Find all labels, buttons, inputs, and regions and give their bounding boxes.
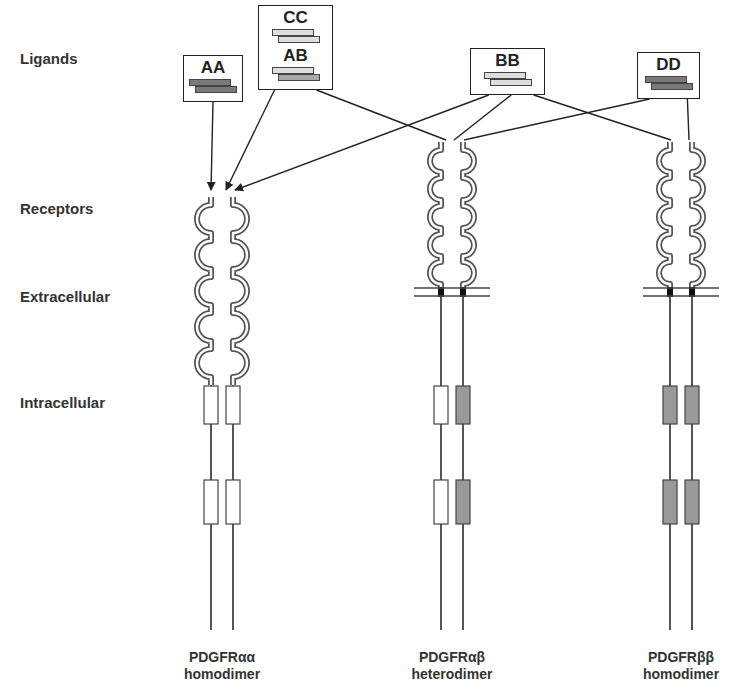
ligand-name: DD [656,55,681,74]
receptor-node: PDGFRαα homodimer [172,190,272,685]
receptor-dimer [197,197,247,630]
ligand-dimer-bars [189,78,237,94]
receptor-node: PDGFRββ homodimer [631,140,731,685]
ligand-box: BB [470,48,545,95]
receptor-dimer [414,142,490,630]
receptor-label: PDGFRββ homodimer [631,649,731,683]
binding-line [464,99,650,140]
ligand-chain [272,29,314,36]
ligand-chain [189,79,231,86]
ligand-name: CC [283,8,308,27]
receptor-label: PDGFRαα homodimer [172,649,272,683]
receptor-dimer [643,142,719,630]
ligand-chain [278,74,320,81]
ligand-chain [645,76,687,83]
ligand-chain [484,72,526,79]
binding-line [454,95,511,140]
ligand-name: AA [201,58,226,77]
ligand-name: AB [283,46,308,65]
binding-line [534,95,671,140]
ligand-chain [272,67,314,74]
row-label: Extracellular [20,288,110,305]
receptor-node: PDGFRαβ heterodimer [402,140,502,685]
binding-line [317,90,447,140]
ligand-dimer-bars [272,28,320,44]
ligand-dimer-bars [272,66,320,82]
row-label: Receptors [20,200,93,217]
ligand-chain [490,79,532,86]
ligand-chain [195,86,237,93]
ligand-box: DD [637,52,700,99]
ligand-chain [278,36,320,43]
binding-arrow [226,90,275,190]
ligand-name: BB [495,51,520,70]
ligand-box: AA [183,55,243,102]
ligand-dimer-bars [645,75,693,91]
binding-arrow [235,95,489,190]
ligand-dimer-bars [484,71,532,87]
ligand-box: CC AB [258,5,333,90]
row-label: Ligands [20,50,78,67]
ligand-chain [651,83,693,90]
receptor-label: PDGFRαβ heterodimer [402,649,502,683]
binding-arrow [211,102,213,190]
row-label: Intracellular [20,394,105,411]
binding-line [687,99,689,140]
